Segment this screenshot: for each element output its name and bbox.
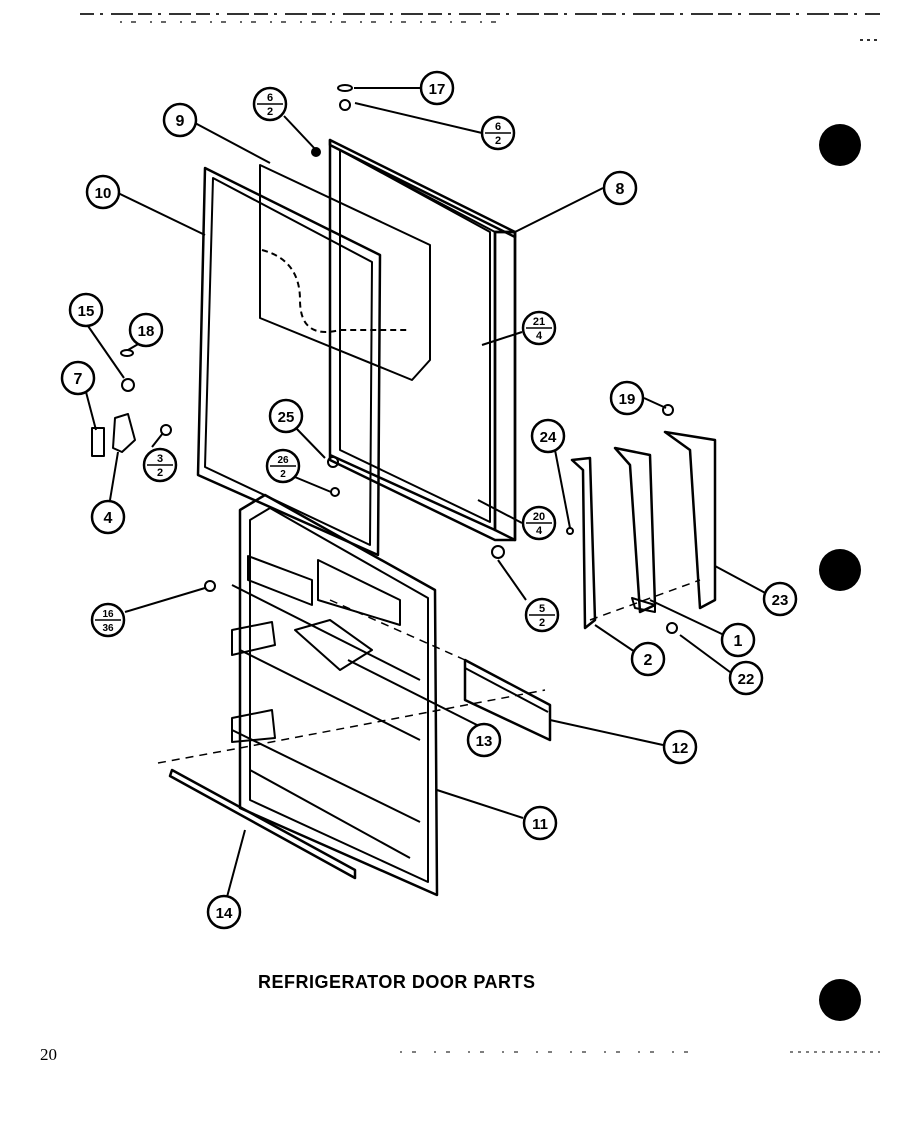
svg-text:4: 4 <box>536 525 543 537</box>
svg-text:2: 2 <box>495 135 501 147</box>
lower-door-liner <box>231 493 439 897</box>
svg-text:14: 14 <box>216 905 233 922</box>
svg-text:13: 13 <box>476 733 493 750</box>
callout-10: 10 <box>85 174 121 210</box>
svg-text:21: 21 <box>533 316 545 328</box>
fraction-callout-5-2: 52 <box>524 597 560 633</box>
scan-noise <box>80 13 880 1053</box>
diagram-title: REFRIGERATOR DOOR PARTS <box>258 972 536 992</box>
leader-lines <box>85 87 770 898</box>
fraction-callout-21-4: 214 <box>521 310 557 346</box>
callout-19: 19 <box>609 380 645 416</box>
svg-text:5: 5 <box>539 603 545 615</box>
svg-text:20: 20 <box>533 511 545 523</box>
callout-8: 8 <box>602 170 638 206</box>
fraction-callout-20-4: 204 <box>521 505 557 541</box>
fraction-callout-3-2: 32 <box>142 447 178 483</box>
svg-text:12: 12 <box>672 740 689 757</box>
callout-11: 11 <box>522 805 558 841</box>
callout-23: 23 <box>762 581 798 617</box>
svg-text:22: 22 <box>738 671 755 688</box>
svg-text:24: 24 <box>540 429 557 446</box>
fasteners <box>160 84 678 634</box>
callout-12: 12 <box>662 729 698 765</box>
hinge-brackets <box>570 430 717 630</box>
fraction-callout-6-2-top: 62 <box>252 86 288 122</box>
svg-text:8: 8 <box>616 181 625 198</box>
callout-25: 25 <box>268 398 304 434</box>
shelf-insert <box>294 619 373 671</box>
callout-17: 17 <box>419 70 455 106</box>
svg-text:18: 18 <box>138 323 155 340</box>
callout-2: 2 <box>630 641 666 677</box>
callout-9: 9 <box>162 102 198 138</box>
alignment-lines <box>157 579 701 764</box>
callout-4: 4 <box>90 499 126 535</box>
svg-text:7: 7 <box>74 371 83 388</box>
svg-text:2: 2 <box>280 469 286 480</box>
callout-15: 15 <box>68 292 104 328</box>
svg-text:2: 2 <box>644 652 653 669</box>
svg-text:9: 9 <box>176 113 185 130</box>
handle-parts <box>91 349 136 457</box>
svg-text:26: 26 <box>277 455 289 466</box>
callout-7: 7 <box>60 360 96 396</box>
binder-hole-middle <box>819 549 861 591</box>
svg-text:19: 19 <box>619 391 636 408</box>
svg-text:11: 11 <box>532 816 548 833</box>
svg-text:2: 2 <box>157 467 163 479</box>
outer-door-panel <box>328 138 517 542</box>
fraction-callout-26-2: 262 <box>265 448 301 484</box>
svg-text:6: 6 <box>495 121 501 133</box>
callout-24: 24 <box>530 418 566 454</box>
svg-text:10: 10 <box>95 185 112 202</box>
door-inner-box <box>259 164 431 381</box>
callout-22: 22 <box>728 660 764 696</box>
svg-text:25: 25 <box>278 409 295 426</box>
svg-text:4: 4 <box>104 510 113 527</box>
callout-1: 1 <box>720 622 756 658</box>
callouts: 1 2 4 7 8 9 10 11 12 13 14 15 17 18 19 2… <box>60 70 798 930</box>
svg-text:2: 2 <box>539 617 545 629</box>
callout-13: 13 <box>466 722 502 758</box>
svg-text:1: 1 <box>734 633 743 650</box>
svg-text:4: 4 <box>536 330 543 342</box>
door-gasket <box>196 166 382 557</box>
svg-text:17: 17 <box>429 81 446 98</box>
svg-text:16: 16 <box>102 609 114 620</box>
fraction-callout-6-2-right: 62 <box>480 115 516 151</box>
svg-text:15: 15 <box>78 303 95 320</box>
callout-18: 18 <box>128 312 164 348</box>
svg-text:23: 23 <box>772 592 789 609</box>
svg-text:6: 6 <box>267 92 273 104</box>
door-shelf-bar <box>463 658 552 742</box>
callout-14: 14 <box>206 894 242 930</box>
svg-text:36: 36 <box>102 623 114 634</box>
svg-text:3: 3 <box>157 453 163 465</box>
svg-text:2: 2 <box>267 106 273 118</box>
bottom-trim-strip <box>168 768 357 880</box>
binder-hole-bottom <box>819 979 861 1021</box>
binder-hole-top <box>819 124 861 166</box>
page-number: 20 <box>40 1045 57 1064</box>
